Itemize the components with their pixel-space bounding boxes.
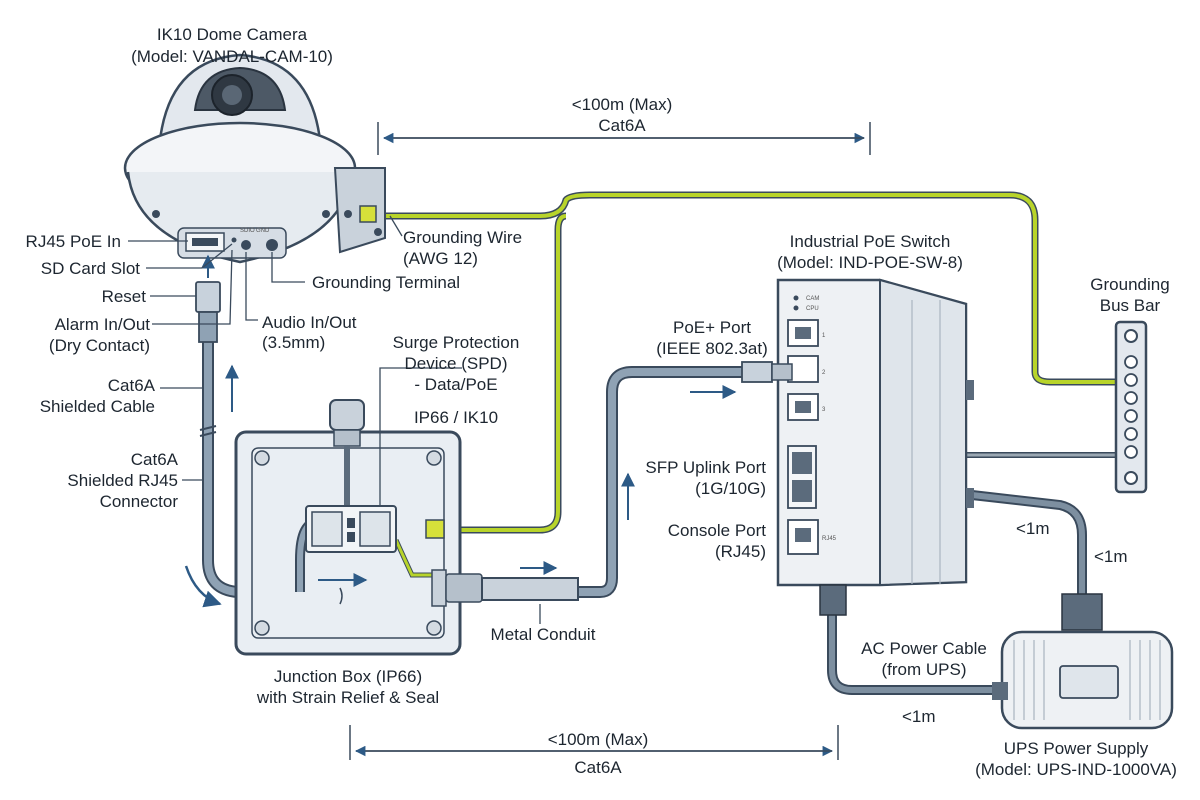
camera-bracket [333,167,386,254]
label-ups-2: (Model: UPS-IND-1000VA) [975,760,1177,779]
top-dimension-line [377,122,871,155]
label-alarm-1: Alarm In/Out [55,315,151,334]
bottom-dimension-line [349,725,839,760]
label-spd-3: - Data/PoE [414,375,497,394]
label-spd-rating: IP66 / IK10 [414,408,498,427]
label-audio-1: Audio In/Out [262,313,357,332]
label-metal-conduit: Metal Conduit [491,625,596,644]
label-sfp-1: SFP Uplink Port [645,458,766,477]
rj45-plug-icon [195,254,221,343]
flow-arrow-curve [184,565,222,608]
label-bus-bar-2: Bus Bar [1100,296,1161,315]
switch-model: (Model: IND-POE-SW-8) [777,253,963,272]
label-rj45-poe-in: RJ45 PoE In [26,232,121,251]
label-spd-2: Device (SPD) [405,354,508,373]
bottom-distance-max: <100m (Max) [548,730,649,749]
camera-model: (Model: VANDAL-CAM-10) [131,47,333,66]
label-spd-1: Surge Protection [393,333,520,352]
label-audio-2: (3.5mm) [262,333,325,352]
label-grounding-terminal: Grounding Terminal [312,273,460,292]
gnd-mini-label: GND [256,228,270,234]
port-number-1: 1 [822,333,826,339]
led-label-cpu: CPU [806,306,819,312]
label-junction-box-2: with Strain Relief & Seal [256,688,439,707]
dome-camera: SDIO GND [123,53,357,264]
console-mini-label: RJ45 [822,536,837,542]
leader-lines [128,215,541,624]
label-sd-card-slot: SD Card Slot [41,259,140,278]
ups-power-supply [992,593,1174,730]
label-grounding-wire-1: Grounding Wire [403,228,522,247]
label-poe-port-1: PoE+ Port [673,318,751,337]
label-junction-box-1: Junction Box (IP66) [274,667,422,686]
top-distance-max: <100m (Max) [572,95,673,114]
label-reset: Reset [102,287,147,306]
label-console-1: Console Port [668,521,767,540]
junction-box [234,399,579,656]
distance-ups-bottom: <1m [902,707,936,726]
rj45-plug-switch-icon [741,361,793,383]
ups-power-cable-right [971,490,1087,600]
label-sfp-2: (1G/10G) [695,479,766,498]
label-ups-1: UPS Power Supply [1004,739,1149,758]
label-ac-cable-1: AC Power Cable [861,639,987,658]
label-ac-cable-2: (from UPS) [882,660,967,679]
metal-conduit [481,577,579,601]
label-connector-3: Connector [100,492,179,511]
poe-port-2 [787,355,819,383]
distance-switch-ground: <1m [1016,519,1050,538]
label-bus-bar-1: Grounding [1090,275,1169,294]
port-number-3: 3 [822,407,826,413]
label-poe-port-2: (IEEE 802.3at) [656,339,768,358]
label-console-2: (RJ45) [715,542,766,561]
port-number-2: 2 [822,370,826,376]
label-cable-2: Shielded Cable [40,397,155,416]
label-grounding-wire-2: (AWG 12) [403,249,478,268]
label-cable-1: Cat6A [108,376,156,395]
switch-title: Industrial PoE Switch [790,232,951,251]
led-label-cam: CAM [806,296,819,302]
camera-title: IK10 Dome Camera [157,25,308,44]
grounding-bus-bar [1114,320,1148,494]
top-distance-cable: Cat6A [598,116,646,135]
cable-break-mark [199,425,217,437]
distance-ups-right: <1m [1094,547,1128,566]
label-alarm-2: (Dry Contact) [49,336,150,355]
label-connector-2: Shielded RJ45 [67,471,178,490]
industrial-poe-switch: CAM CPU 1 2 3 RJ45 [776,278,974,616]
grounding-terminal-icon [359,205,377,223]
sd-mini-label: SDIO [240,228,255,234]
bottom-distance-cable: Cat6A [574,758,622,777]
label-connector-1: Cat6A [131,450,179,469]
